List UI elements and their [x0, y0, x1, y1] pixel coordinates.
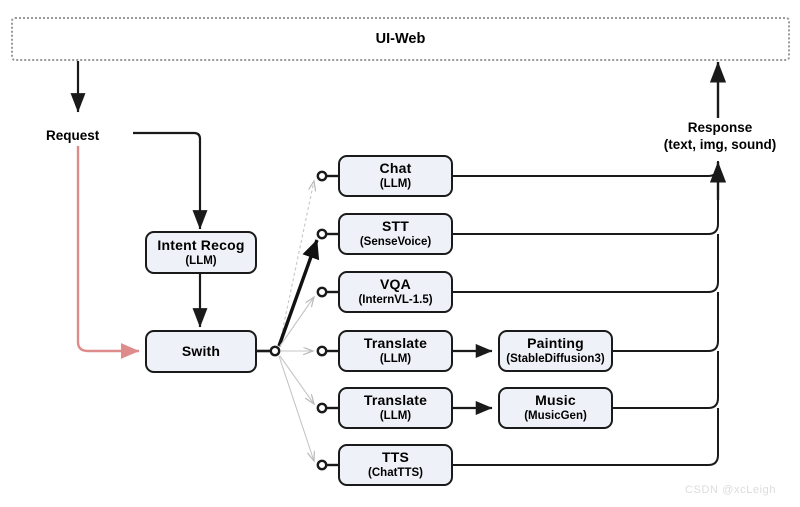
node-chat[interactable]: Chat (LLM): [338, 155, 453, 197]
node-translate-2-title: Translate: [363, 392, 428, 409]
wire-stt-to-response: [453, 176, 719, 235]
request-label: Request: [46, 128, 100, 143]
wire-switch-to-hub: [257, 345, 281, 357]
node-switch[interactable]: Swith: [145, 330, 257, 373]
node-translate-2[interactable]: Translate (LLM): [338, 387, 453, 429]
node-music[interactable]: Music (MusicGen): [498, 387, 613, 429]
response-label-line1: Response: [687, 120, 753, 135]
wire-chat-to-response: [453, 161, 719, 177]
fanout-arrow-translate2: [279, 355, 314, 404]
node-stt[interactable]: STT (SenseVoice): [338, 213, 453, 255]
ui-web-label: UI-Web: [375, 31, 426, 47]
node-vqa-title: VQA: [380, 276, 411, 293]
node-vqa-subtitle: (InternVL-1.5): [358, 294, 433, 307]
node-music-title: Music: [535, 392, 576, 409]
fanout-arrow-vqa: [279, 297, 314, 347]
node-music-subtitle: (MusicGen): [524, 410, 587, 423]
response-label: Response (text, img, sound): [640, 119, 800, 154]
node-vqa[interactable]: VQA (InternVL-1.5): [338, 271, 453, 313]
branch-ports: [316, 170, 338, 471]
wire-vqa-to-response: [453, 234, 719, 293]
node-painting[interactable]: Painting (StableDiffusion3): [498, 330, 613, 372]
node-chat-title: Chat: [379, 160, 412, 177]
node-intent-recog[interactable]: Intent Recog (LLM): [145, 231, 257, 274]
node-translate-1-title: Translate: [363, 335, 428, 352]
node-stt-subtitle: (SenseVoice): [359, 236, 432, 249]
watermark: CSDN @xcLeigh: [685, 484, 777, 496]
node-chat-subtitle: (LLM): [379, 178, 412, 191]
node-translate-1-subtitle: (LLM): [379, 353, 412, 366]
fanout-arrow-tts: [278, 355, 314, 461]
wire-request-to-switch: [76, 146, 140, 359]
node-switch-title: Swith: [181, 342, 221, 359]
node-stt-title: STT: [381, 218, 410, 235]
node-translate-2-subtitle: (LLM): [379, 410, 412, 423]
node-painting-title: Painting: [527, 335, 584, 352]
ui-web-container[interactable]: UI-Web: [11, 17, 790, 61]
node-tts[interactable]: TTS (ChatTTS): [338, 444, 453, 486]
wire-request-to-intent: [133, 131, 208, 230]
fanout-arrow-chat: [278, 181, 314, 348]
node-intent-recog-title: Intent Recog: [157, 236, 245, 253]
node-intent-recog-subtitle: (LLM): [185, 254, 217, 267]
wire-painting-to-response: [613, 292, 719, 352]
node-translate-1[interactable]: Translate (LLM): [338, 330, 453, 372]
response-label-line2: (text, img, sound): [663, 137, 777, 153]
fanout-arrow-stt: [277, 239, 320, 347]
node-tts-title: TTS: [381, 449, 410, 466]
node-tts-subtitle: (ChatTTS): [368, 467, 423, 480]
wire-music-to-response: [613, 351, 719, 409]
node-painting-subtitle: (StableDiffusion3): [506, 353, 605, 366]
